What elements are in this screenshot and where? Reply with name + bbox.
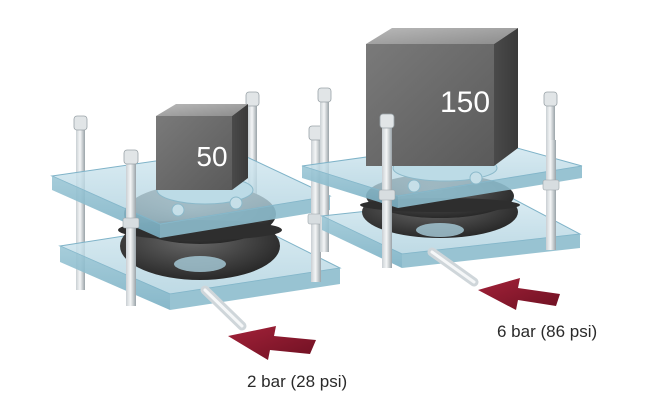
left-pressure-caption: 2 bar (28 psi) [247,372,348,391]
right-front-rods [378,113,560,268]
left-weight-label: 50 [196,141,227,172]
left-pressure-arrow [228,326,316,360]
right-air-hose [427,247,479,287]
left-weight-block: 50 [156,104,248,190]
right-pressure-arrow [478,278,560,310]
left-air-spring-assembly: 50 [50,91,342,331]
right-weight-label: 150 [440,86,490,119]
right-pressure-caption: 6 bar (86 psi) [497,322,598,341]
right-air-spring-assembly: 150 [301,28,583,287]
left-air-hose [200,285,247,331]
